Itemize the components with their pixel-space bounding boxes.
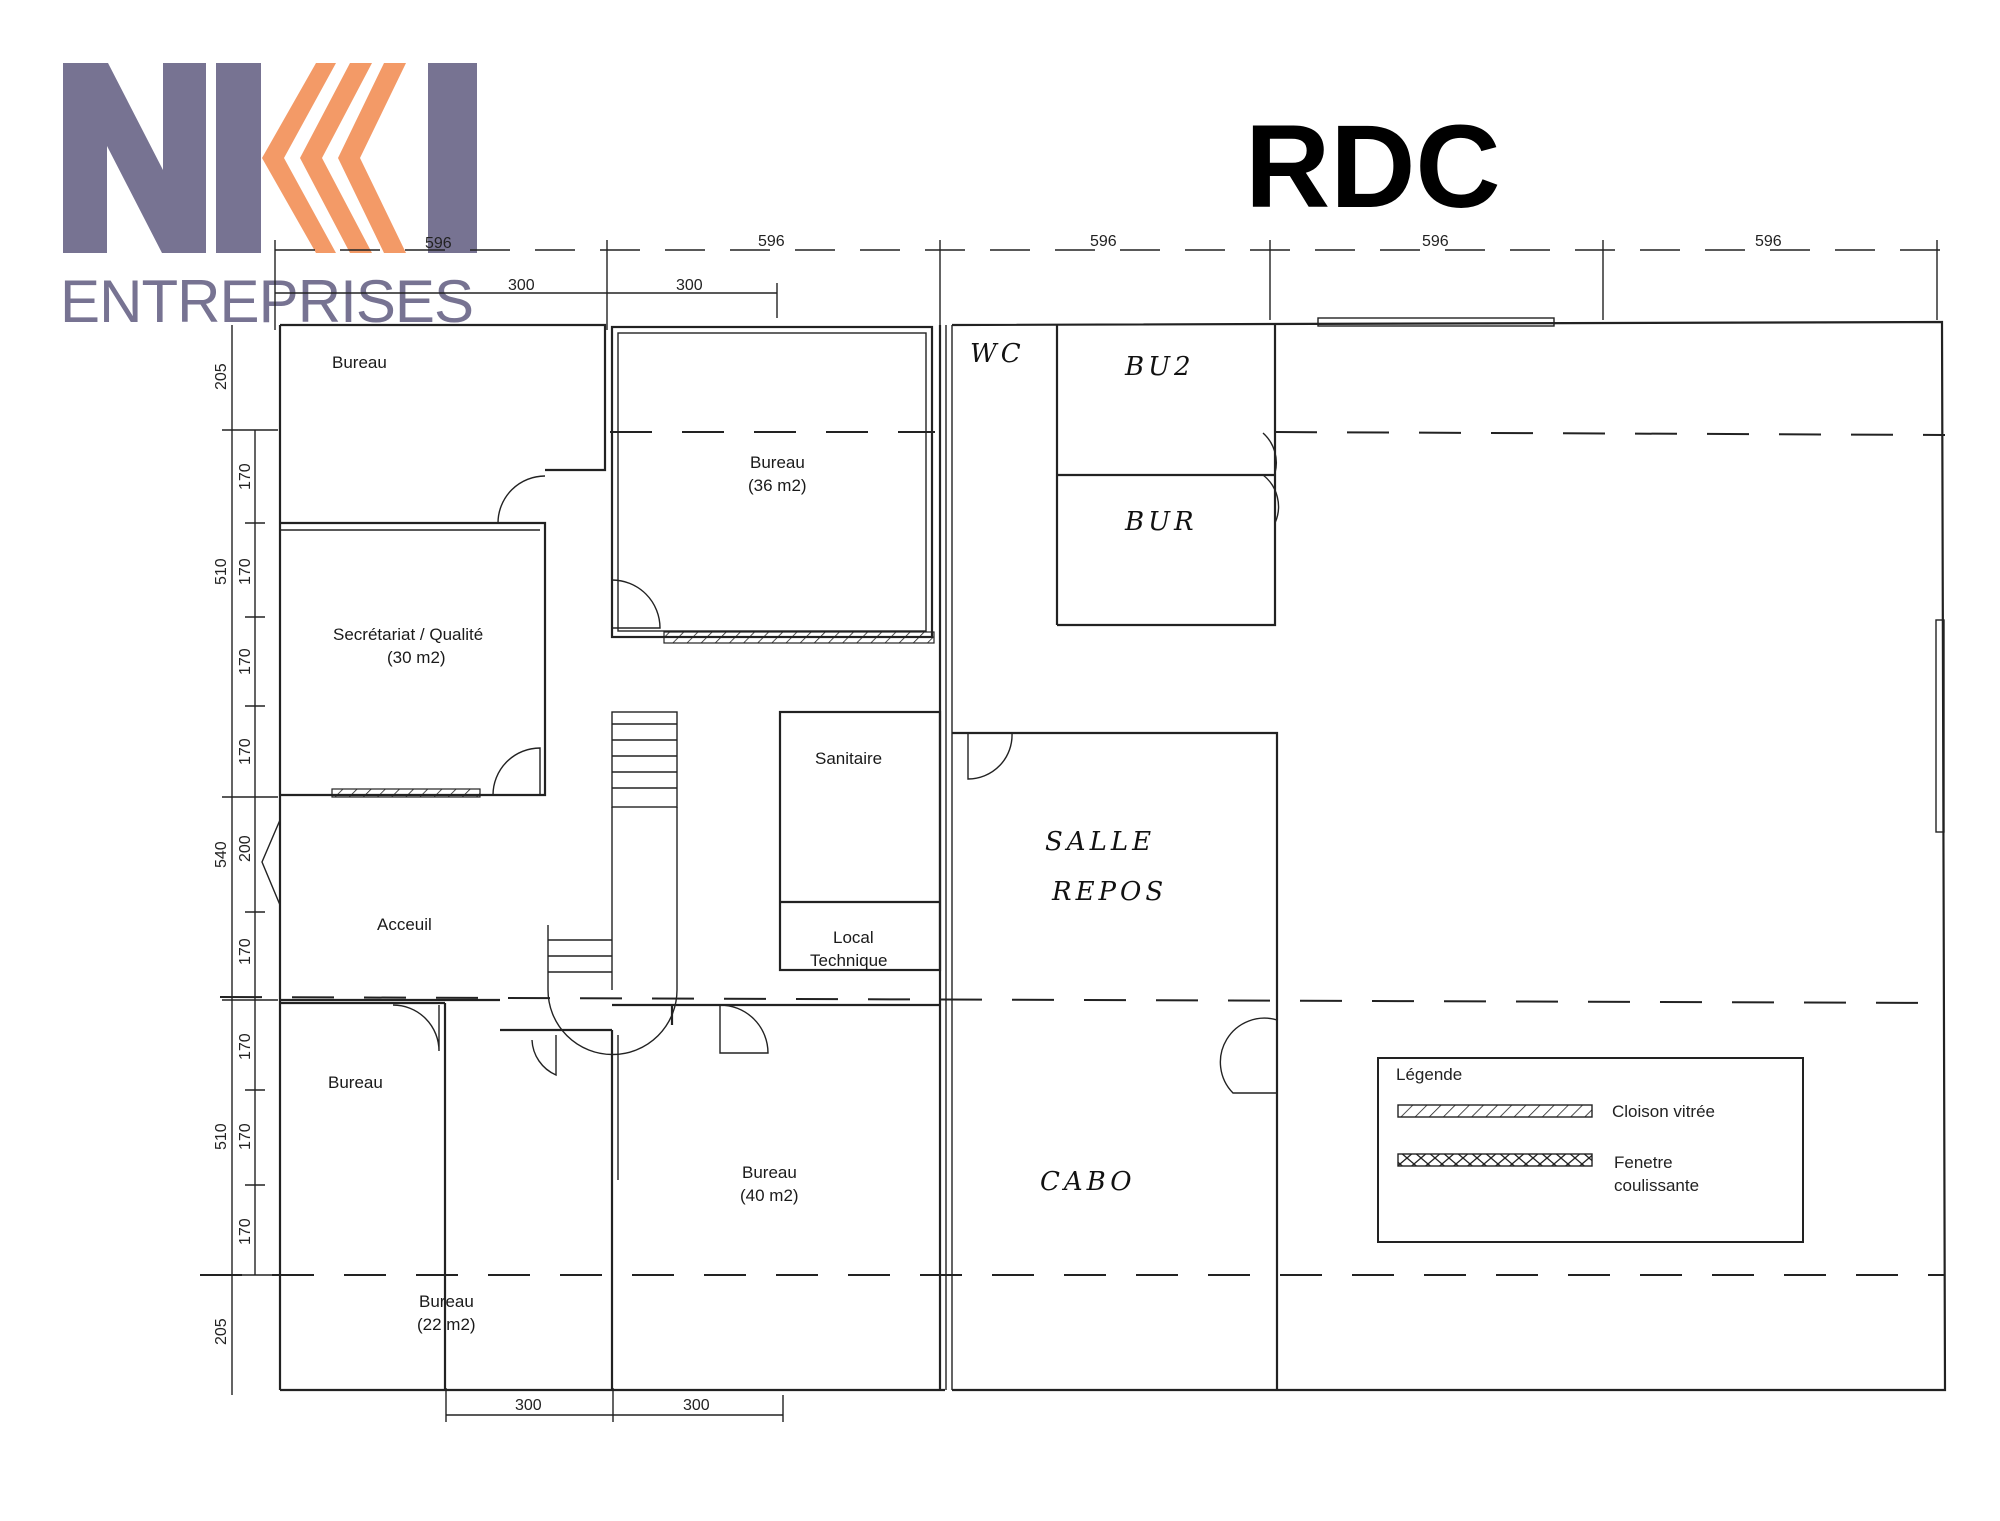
room-bureau-36-area: (36 m2) xyxy=(748,476,807,495)
dim-top-sub-2: 300 xyxy=(676,277,703,294)
hand-wc: WC xyxy=(970,339,1025,369)
page-title: RDC xyxy=(1245,101,1501,233)
dim-bottom-sub-2: 300 xyxy=(683,1397,710,1414)
room-bureau-40-name: Bureau xyxy=(742,1163,797,1182)
room-bureau-40-area: (40 m2) xyxy=(740,1186,799,1205)
handwritten-labels: WC BU2 BUR SALLE REPOS CABO xyxy=(970,339,1198,1197)
logo-tagline: ENTREPRISES xyxy=(60,268,480,335)
dim-left-3: 540 xyxy=(213,841,230,868)
dim-left-inner-8: 170 xyxy=(237,1123,254,1150)
room-bureau-top-left: Bureau xyxy=(332,353,387,372)
room-local-1: Local xyxy=(833,928,874,947)
dim-left-5: 205 xyxy=(213,1318,230,1345)
room-bureau-22-area: (22 m2) xyxy=(417,1315,476,1334)
top-dimension-line: 596 596 596 596 596 300 300 xyxy=(274,233,1940,330)
dim-top-sub-1: 300 xyxy=(508,277,535,294)
room-local-2: Technique xyxy=(810,951,888,970)
room-bureau-bottom-left: Bureau xyxy=(328,1073,383,1092)
hand-salle: SALLE xyxy=(1045,827,1155,857)
dim-left-inner-5: 200 xyxy=(237,835,254,862)
room-accueil: Acceuil xyxy=(377,915,432,934)
doors xyxy=(392,432,1280,1094)
legend-glass-swatch xyxy=(1397,1104,1593,1118)
grid-lines xyxy=(200,431,1946,1276)
dim-left-4: 510 xyxy=(213,1123,230,1150)
legend-box: Légende Cloison vitrée Fenetre coulissan… xyxy=(1377,1057,1804,1243)
legend-window-swatch xyxy=(1397,1153,1593,1167)
legend-item-window-2: coulissante xyxy=(1614,1176,1699,1195)
dim-left-1: 205 xyxy=(213,363,230,390)
hand-bu2: BU2 xyxy=(1124,352,1195,382)
left-dimension-line: 205 510 540 510 205 170 170 170 170 200 … xyxy=(213,325,278,1395)
dim-top-5: 596 xyxy=(1755,233,1782,250)
room-bureau-36-name: Bureau xyxy=(750,453,805,472)
legend-item-window-1: Fenetre xyxy=(1614,1153,1673,1172)
hand-cabo: CABO xyxy=(1040,1167,1136,1197)
room-sanitaire: Sanitaire xyxy=(815,749,882,768)
dim-left-inner-4: 170 xyxy=(237,738,254,765)
dim-top-3: 596 xyxy=(1090,233,1117,250)
room-secretariat-area: (30 m2) xyxy=(387,648,446,667)
room-labels: Bureau Bureau (36 m2) Secrétariat / Qual… xyxy=(328,353,888,1334)
room-bureau-22-name: Bureau xyxy=(419,1292,474,1311)
dim-left-inner-9: 170 xyxy=(237,1218,254,1245)
dim-top-1: 596 xyxy=(425,235,452,252)
dim-top-4: 596 xyxy=(1422,233,1449,250)
dim-top-2: 596 xyxy=(758,233,785,250)
dim-left-inner-2: 170 xyxy=(237,558,254,585)
dim-left-2: 510 xyxy=(213,558,230,585)
hand-bur: BUR xyxy=(1124,507,1198,537)
bottom-dimension-line: 300 300 xyxy=(445,1388,784,1422)
room-secretariat-name: Secrétariat / Qualité xyxy=(333,625,483,644)
dim-left-inner-7: 170 xyxy=(237,1033,254,1060)
hand-repos: REPOS xyxy=(1051,877,1167,907)
dim-left-inner-6: 170 xyxy=(237,938,254,965)
dim-bottom-sub-1: 300 xyxy=(515,1397,542,1414)
company-logo: ENTREPRISES xyxy=(60,63,480,335)
glass-partitions xyxy=(331,631,935,798)
dim-left-inner-1: 170 xyxy=(237,463,254,490)
building-walls xyxy=(261,317,1947,1392)
legend-item-glass: Cloison vitrée xyxy=(1612,1102,1715,1121)
legend-title: Légende xyxy=(1396,1065,1462,1084)
dim-left-inner-3: 170 xyxy=(237,648,254,675)
